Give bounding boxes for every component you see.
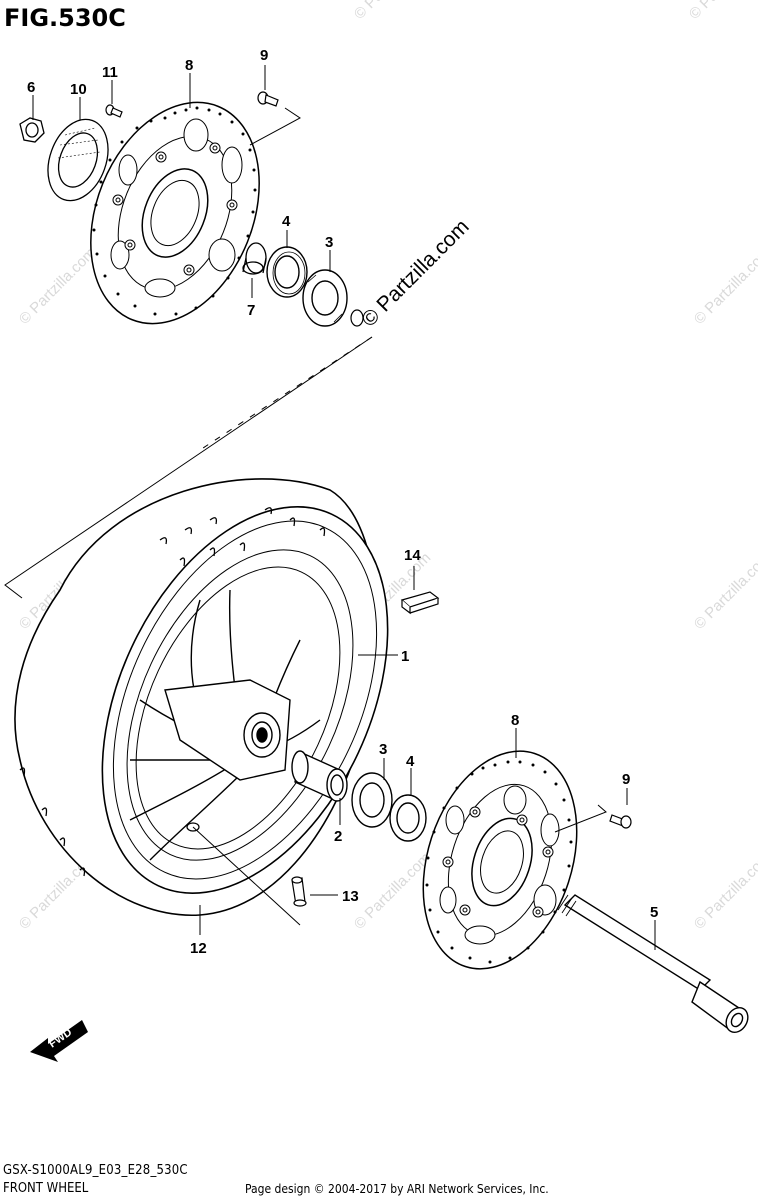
callout-9[interactable]: 9	[260, 47, 268, 64]
oil-seal[interactable]	[266, 246, 308, 298]
forward-arrow-icon: FWD	[30, 1020, 88, 1062]
bolt[interactable]	[257, 91, 279, 107]
collar	[350, 309, 364, 327]
callout-4[interactable]: 4	[282, 213, 291, 230]
nut[interactable]	[19, 117, 45, 143]
balancer-weight[interactable]	[400, 591, 440, 615]
bearing[interactable]	[351, 772, 393, 828]
brand-watermark: © Partzilla.com	[357, 215, 473, 331]
watermark: © Partzilla.com	[691, 849, 758, 932]
watermark: © Partzilla.com	[691, 244, 758, 327]
assembly-lines	[4, 107, 373, 599]
callout-8[interactable]: 8	[511, 712, 519, 729]
bearing[interactable]	[302, 269, 348, 327]
callout-1[interactable]: 1	[401, 648, 409, 665]
callout-leaders	[32, 65, 656, 950]
callout-5[interactable]: 5	[650, 904, 658, 921]
callout-10[interactable]: 10	[70, 81, 87, 98]
callout-labels: 6 10 11 8 9 4 3 7 14 1 3 4 8 9 2 13 5 12	[27, 47, 658, 957]
callout-13[interactable]: 13	[342, 888, 359, 905]
watermark: © Partzilla.com	[351, 0, 434, 23]
callout-8[interactable]: 8	[185, 57, 193, 74]
callout-9[interactable]: 9	[622, 771, 630, 788]
section-name: FRONT WHEEL	[3, 1181, 89, 1196]
sensor-rotor[interactable]	[37, 111, 118, 209]
spacer[interactable]	[242, 242, 267, 275]
brake-disc-right[interactable]	[397, 731, 603, 989]
valve[interactable]	[291, 876, 307, 907]
watermark: © Partzilla.com	[351, 849, 434, 932]
callout-2[interactable]: 2	[334, 828, 342, 845]
callout-12[interactable]: 12	[190, 940, 207, 957]
figure-title: FIG.530C	[4, 4, 126, 32]
callout-3[interactable]: 3	[379, 741, 387, 758]
callout-4[interactable]: 4	[406, 753, 415, 770]
watermark: © Partzilla.com	[16, 244, 99, 327]
axle-spacer[interactable]	[291, 750, 348, 802]
callout-7[interactable]: 7	[247, 302, 255, 319]
model-code: GSX-S1000AL9_E03_E28_530C	[3, 1163, 188, 1178]
callout-14[interactable]: 14	[404, 547, 421, 564]
watermark: © Partzilla.com	[686, 0, 758, 23]
screw[interactable]	[105, 104, 123, 118]
oil-seal[interactable]	[389, 794, 427, 842]
callout-11[interactable]: 11	[102, 64, 118, 81]
brake-disc-left[interactable]	[60, 77, 291, 349]
assembly-line	[192, 826, 301, 926]
bolt[interactable]	[609, 814, 632, 829]
callout-3[interactable]: 3	[325, 234, 333, 251]
callout-6[interactable]: 6	[27, 79, 35, 96]
axle[interactable]	[557, 894, 752, 1036]
wheel-hub	[164, 679, 291, 781]
watermark: © Partzilla.com	[691, 549, 758, 632]
page-credit: Page design © 2004-2017 by ARI Network S…	[245, 1182, 549, 1196]
assembly-line	[554, 804, 607, 833]
